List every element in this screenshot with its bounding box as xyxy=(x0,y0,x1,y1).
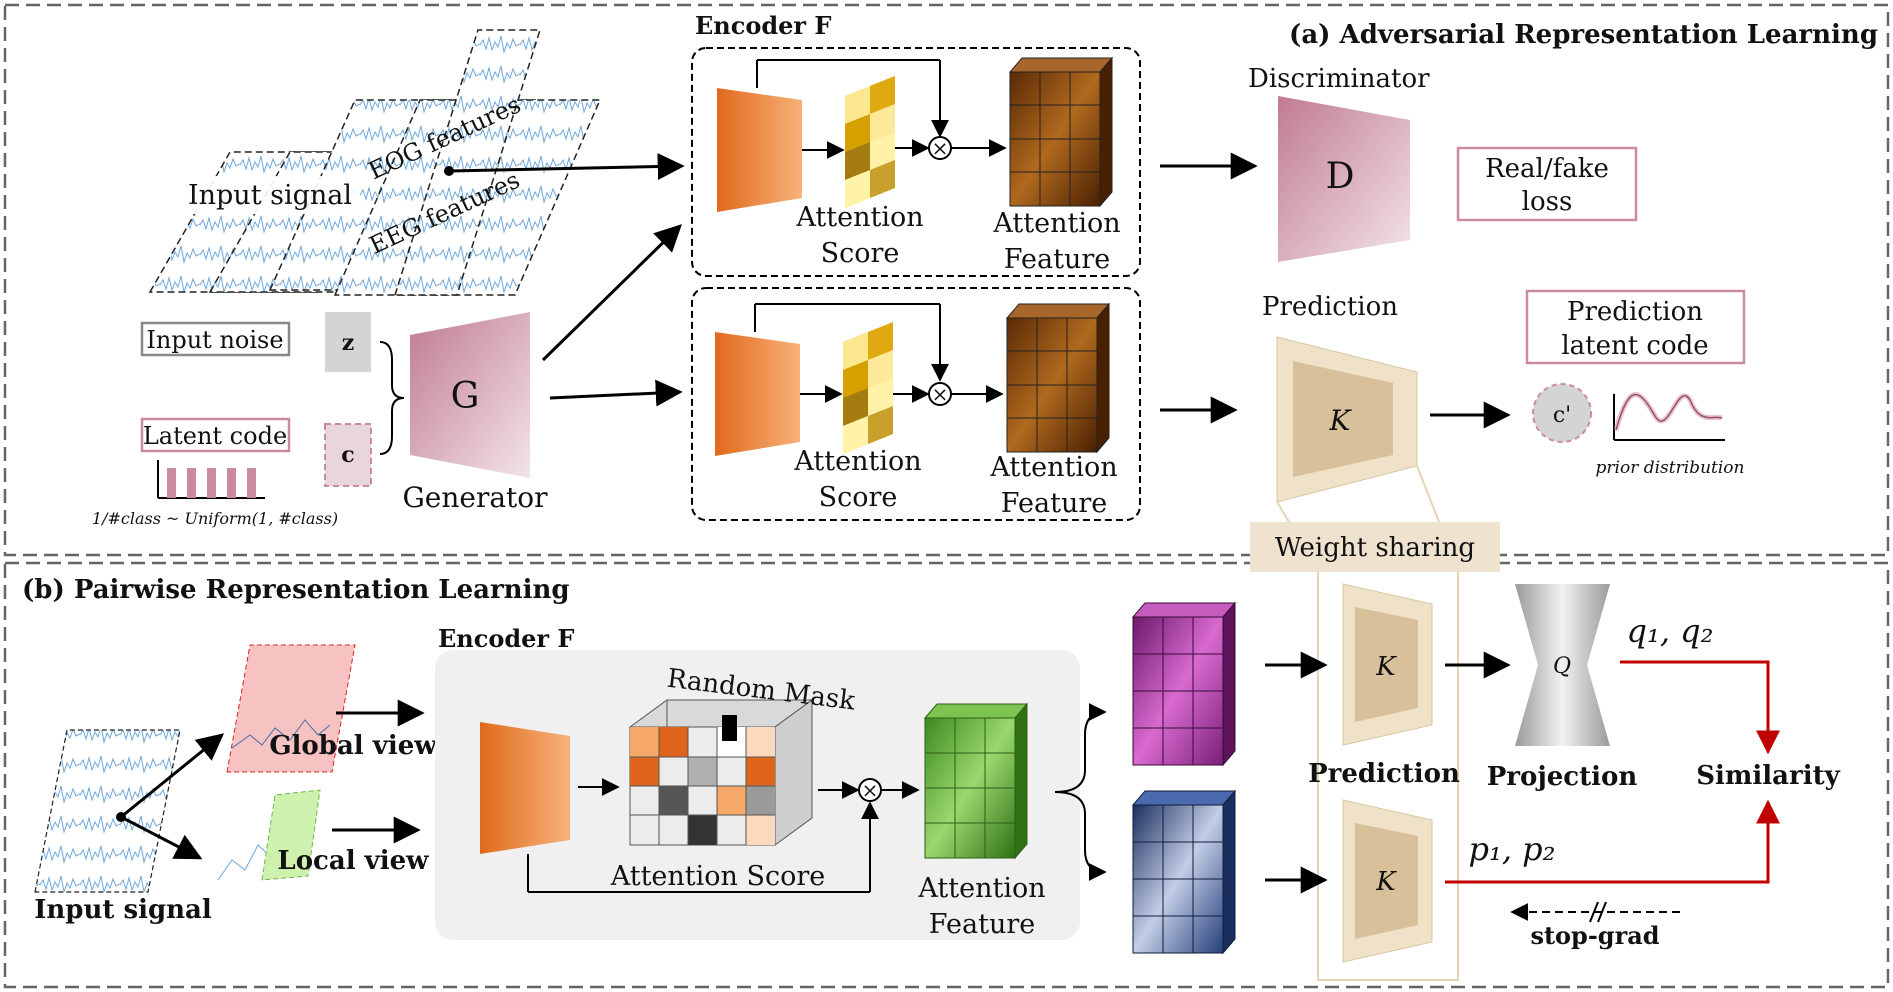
prediction-label-a: Prediction xyxy=(1262,292,1398,322)
attention-feature-a2-l1: Attention xyxy=(989,452,1117,483)
latent-code-label: Latent code xyxy=(143,422,287,450)
encoder-conv-a1 xyxy=(717,88,802,212)
projection-q-label: Q xyxy=(1553,654,1571,679)
c-label: c xyxy=(341,442,354,468)
global-view-signal xyxy=(226,644,356,773)
discriminator-d-label: D xyxy=(1326,156,1355,197)
projection-label: Projection xyxy=(1487,762,1638,792)
global-view-label: Global view xyxy=(269,731,437,761)
z-label: z xyxy=(342,330,355,356)
generator-block xyxy=(410,312,530,478)
prediction-k-label-b2: K xyxy=(1375,867,1397,897)
random-mask-cube xyxy=(628,699,814,846)
prediction-latent-box xyxy=(1525,289,1746,365)
attention-feature-b-l1: Attention xyxy=(917,873,1045,904)
attention-feature-a2-l2: Feature xyxy=(1001,488,1107,519)
input-noise-box xyxy=(140,321,291,357)
svg-text:×: × xyxy=(932,136,949,160)
attention-feature-b-l2: Feature xyxy=(929,909,1035,940)
attention-feature-a1-l2: Feature xyxy=(1004,244,1110,275)
encoder-box-a-top xyxy=(691,47,1141,277)
section-b-frame xyxy=(3,561,1890,989)
attention-feature-cube-a1 xyxy=(1008,56,1114,208)
feature-cube-purple xyxy=(1131,601,1237,767)
projection-block xyxy=(1515,584,1610,746)
stop-grad-label: stop-grad xyxy=(1530,921,1659,950)
prediction-k-label-b1: K xyxy=(1375,652,1397,682)
c-prime-label: c' xyxy=(1553,403,1571,428)
attention-score-grid-a2 xyxy=(843,322,893,454)
section-b-title: (b) Pairwise Representation Learning xyxy=(22,575,570,605)
discriminator-label: Discriminator xyxy=(1248,64,1430,94)
prior-distribution-label: prior distribution xyxy=(1596,458,1745,478)
section-a-frame xyxy=(3,3,1890,557)
c-box xyxy=(324,423,372,487)
prediction-k-label-a: K xyxy=(1329,404,1353,437)
attention-score-grid-a1 xyxy=(845,76,895,208)
prediction-latent-l1: Prediction xyxy=(1567,297,1703,327)
attention-score-label-b: Attention Score xyxy=(610,861,826,892)
input-noise-label: Input noise xyxy=(146,326,283,354)
generator-label: Generator xyxy=(402,481,548,514)
local-view-signal xyxy=(217,789,321,881)
attention-score-a1-l2: Score xyxy=(821,238,900,269)
real-fake-l1: Real/fake xyxy=(1485,154,1609,184)
prediction-label-b: Prediction xyxy=(1308,759,1460,789)
c-prime-circle xyxy=(1532,383,1592,443)
discriminator-block xyxy=(1278,96,1410,262)
prior-distribution-curve xyxy=(1613,392,1725,441)
attention-score-a2-l2: Score xyxy=(819,482,898,513)
svg-text:×: × xyxy=(932,382,949,406)
real-fake-l2: loss xyxy=(1522,187,1573,217)
similarity-label: Similarity xyxy=(1696,761,1840,791)
latent-code-bars xyxy=(157,460,265,499)
input-signal-label-b: Input signal xyxy=(34,895,212,925)
generator-g-label: G xyxy=(451,376,480,417)
attention-feature-cube-b xyxy=(923,702,1029,860)
attention-score-a1-l1: Attention xyxy=(795,202,923,233)
encoder-conv-a2 xyxy=(715,332,800,456)
local-view-label: Local view xyxy=(277,846,429,876)
weight-sharing-label: Weight sharing xyxy=(1275,533,1475,563)
attention-feature-a1-l1: Attention xyxy=(992,208,1120,239)
encoder-conv-b xyxy=(480,722,570,854)
z-box xyxy=(325,312,371,372)
input-signal-label-a: Input signal xyxy=(188,180,352,211)
attention-feature-cube-a2 xyxy=(1005,302,1111,454)
latent-code-box xyxy=(140,417,291,453)
attention-score-a2-l1: Attention xyxy=(793,446,921,477)
encoder-label-b: Encoder F xyxy=(438,624,574,653)
encoder-label-a: Encoder F xyxy=(695,11,831,40)
q-vars-label: q₁, q₂ xyxy=(1627,612,1714,650)
prediction-latent-l2: latent code xyxy=(1561,331,1708,361)
uniform-formula: 1/#class ~ Uniform(1, #class) xyxy=(92,509,338,528)
p-vars-label: p₁, p₂ xyxy=(1469,830,1556,868)
weight-sharing-box xyxy=(1250,522,1500,572)
input-signal-b xyxy=(34,729,181,893)
real-fake-loss-box xyxy=(1456,146,1638,222)
feature-cube-navy xyxy=(1131,789,1237,955)
svg-text:×: × xyxy=(862,778,879,802)
section-a-title: (a) Adversarial Representation Learning xyxy=(1289,20,1878,50)
encoder-box-a-bottom xyxy=(691,287,1141,521)
